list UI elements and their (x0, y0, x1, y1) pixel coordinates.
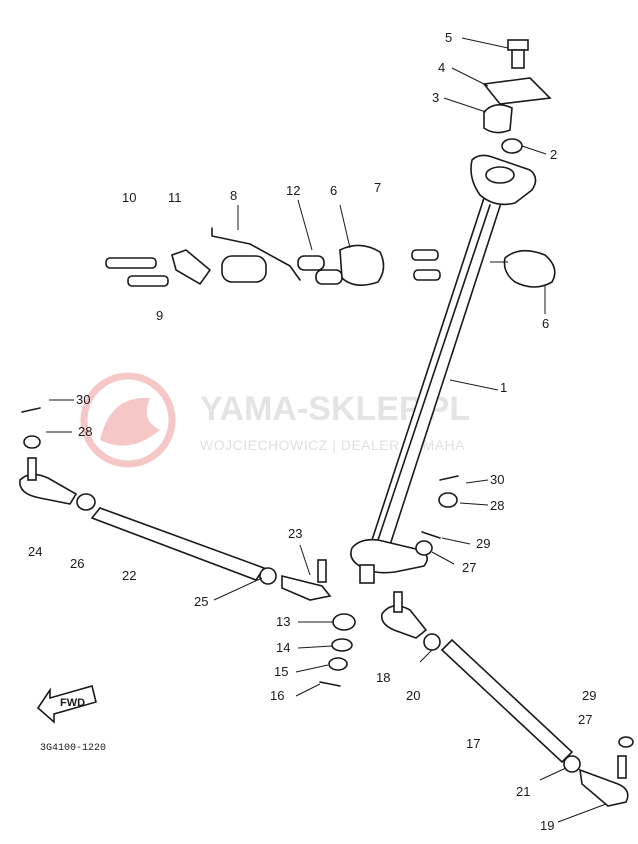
callout-1: 1 (500, 380, 507, 395)
callout-7: 7 (374, 180, 381, 195)
callout-28-left: 28 (78, 424, 92, 439)
callout-27-right: 27 (578, 712, 592, 727)
callout-12: 12 (286, 183, 300, 198)
diagram-code: 3G4100-1220 (40, 743, 106, 754)
watermark-logo (80, 372, 176, 468)
right-tie-rod (380, 591, 634, 807)
callout-27-mid: 27 (462, 560, 476, 575)
callout-29-mid: 29 (476, 536, 490, 551)
bolt-part-5 (507, 39, 529, 69)
callout-13: 13 (276, 614, 290, 629)
watermark-subtitle: WOJCIECHOWICZ | DEALER YAMAHA (200, 437, 465, 453)
callout-26: 26 (70, 556, 84, 571)
callout-4: 4 (438, 60, 445, 75)
callout-2: 2 (550, 147, 557, 162)
callout-labels: 1 2 3 4 5 6 6 7 8 9 10 11 12 13 14 15 16… (28, 30, 596, 833)
callout-9: 9 (156, 308, 163, 323)
callout-10: 10 (122, 190, 136, 205)
callout-8: 8 (230, 188, 237, 203)
bushing-part-2 (501, 138, 523, 154)
callout-16: 16 (270, 688, 284, 703)
small-parts-cluster (105, 227, 441, 287)
callout-15: 15 (274, 664, 288, 679)
callout-24: 24 (28, 544, 42, 559)
steering-column (350, 154, 537, 584)
callout-21: 21 (516, 784, 530, 799)
callout-14: 14 (276, 640, 290, 655)
small-parts-lower (319, 475, 459, 687)
callout-25: 25 (194, 594, 208, 609)
callout-6-left: 6 (330, 183, 337, 198)
fwd-label: FWD (60, 697, 85, 709)
left-tie-rod (19, 407, 332, 601)
callout-30-right: 30 (490, 472, 504, 487)
leader-lines (46, 37, 607, 823)
callout-28-right: 28 (490, 498, 504, 513)
callout-6-right: 6 (542, 316, 549, 331)
callout-17: 17 (466, 736, 480, 751)
callout-11: 11 (168, 190, 182, 205)
fwd-arrow-icon: FWD (36, 685, 97, 724)
callout-20: 20 (406, 688, 420, 703)
callout-29-right: 29 (582, 688, 596, 703)
callout-30-left: 30 (76, 392, 90, 407)
callout-19: 19 (540, 818, 554, 833)
clamp-part-3 (483, 104, 513, 134)
column-holder-part-6 (503, 249, 556, 288)
callout-18: 18 (376, 670, 390, 685)
callout-3: 3 (432, 90, 439, 105)
callout-5: 5 (445, 30, 452, 45)
callout-22: 22 (122, 568, 136, 583)
callout-23: 23 (288, 526, 302, 541)
plate-part-4 (482, 77, 552, 105)
